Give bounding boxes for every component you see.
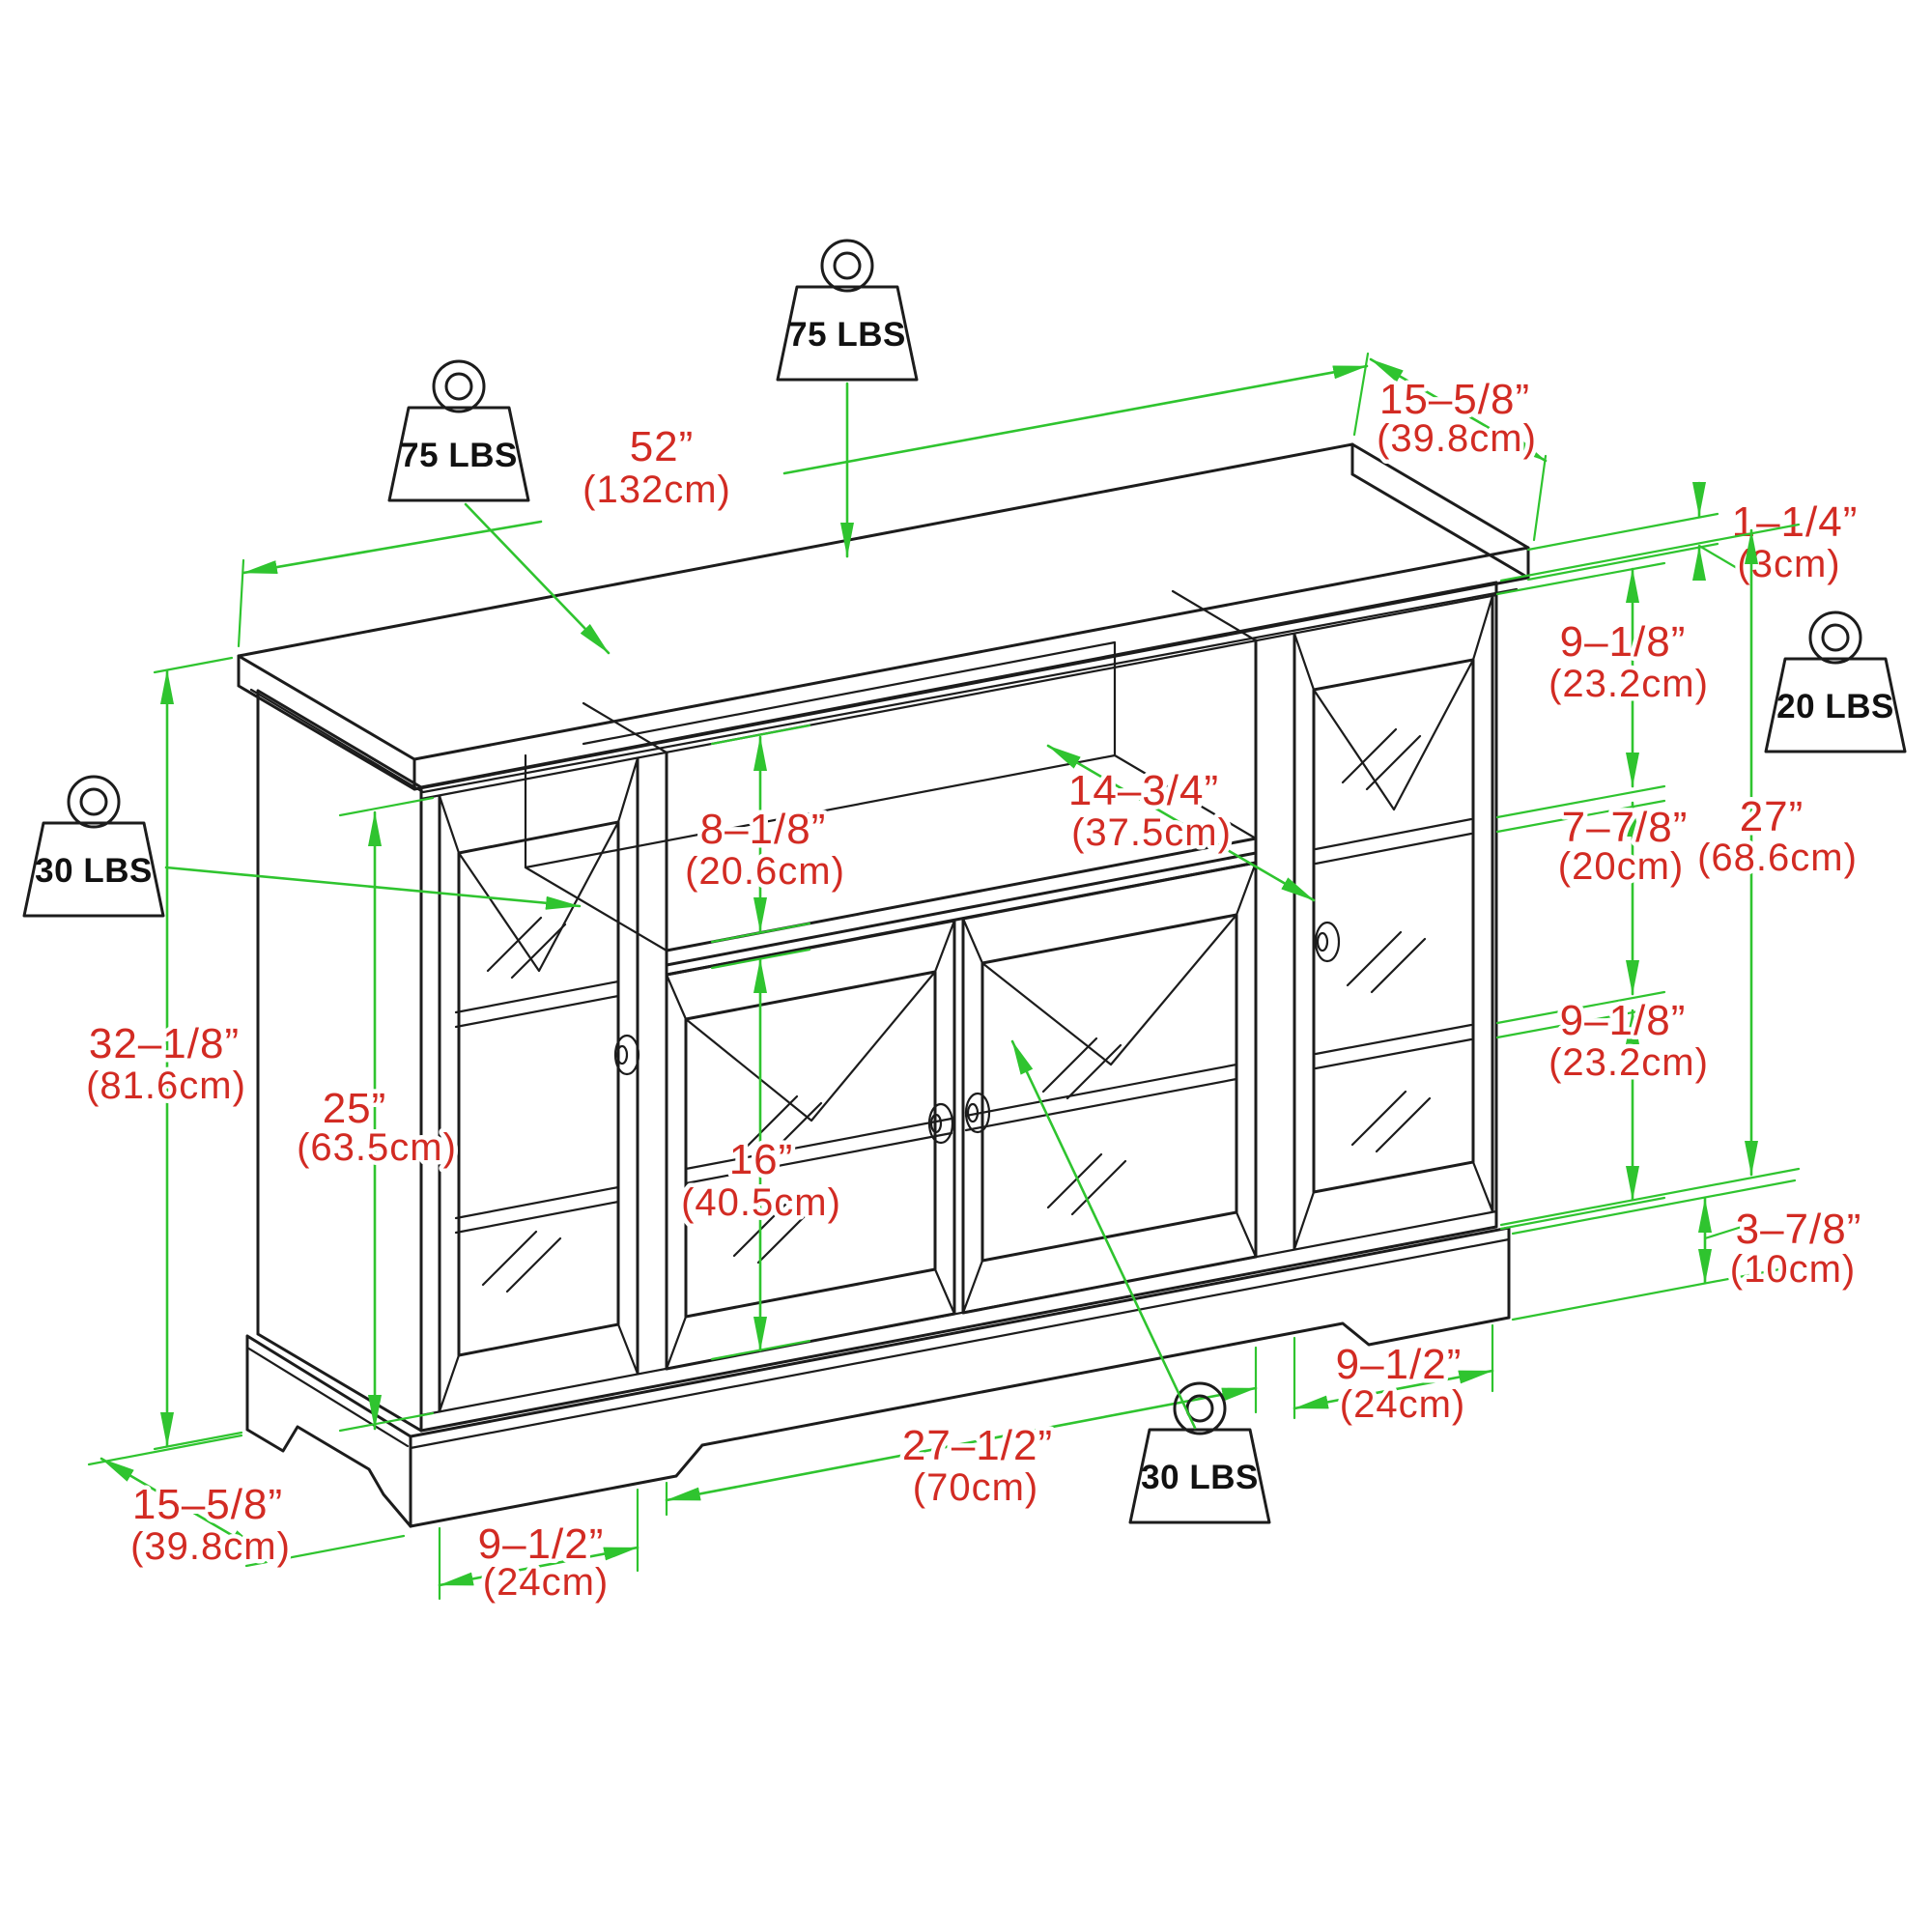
weight-badge-bottom: 30 LBS — [1010, 1039, 1271, 1524]
dim-right-door-width-cm: (24cm) — [1340, 1383, 1465, 1426]
dim-top-thickness-cm: (3cm) — [1737, 543, 1840, 585]
right-door-shelves — [1314, 817, 1473, 1070]
dim-center-section-width: 27–1/2” (70cm) — [665, 1346, 1258, 1517]
weight-badge-left: 30 LBS — [22, 775, 582, 918]
center-left-glass-door — [665, 919, 956, 1371]
weight-label-top-right: 75 LBS — [788, 316, 906, 354]
dim-base-depth-cm: (39.8cm) — [130, 1525, 291, 1568]
dim-base-depth: 15–5/8” (39.8cm) — [87, 1434, 406, 1573]
dim-left-door-width: 9–1/2” (24cm) — [438, 1488, 639, 1608]
right-door-knob — [1314, 921, 1341, 963]
dim-left-door-width-in: 9–1/2” — [478, 1520, 605, 1568]
weight-icon — [820, 239, 874, 293]
body-left-side — [256, 689, 423, 1433]
dim-top-width-cm: (132cm) — [582, 469, 731, 511]
dim-base-depth-in: 15–5/8” — [132, 1481, 283, 1528]
dim-overall-height: 32–1/8” (81.6cm) — [82, 656, 249, 1451]
dim-top-depth-in: 15–5/8” — [1379, 376, 1530, 423]
dim-right-lower-shelf-cm: (23.2cm) — [1548, 1041, 1709, 1084]
dim-center-door-height-cm: (40.5cm) — [681, 1181, 841, 1224]
glass-shine-icon — [1341, 727, 1432, 1153]
dim-open-shelf-height: 8–1/8” (20.6cm) — [681, 724, 848, 944]
dimensions: 52” (132cm) 15–5/8” (39.8cm) 1–1/4” (3cm… — [82, 352, 1865, 1608]
left-door-shelves — [454, 980, 620, 1235]
dim-top-thickness-in: 1–1/4” — [1732, 498, 1859, 546]
dim-right-upper-shelf: 9–1/8” (23.2cm) — [1495, 561, 1712, 819]
dim-body-height-cm: (68.6cm) — [1697, 837, 1858, 879]
dim-right-upper-shelf-in: 9–1/8” — [1560, 618, 1687, 666]
base-plinth — [245, 1226, 1511, 1528]
dim-left-door-height-cm: (63.5cm) — [297, 1126, 457, 1169]
weight-icon — [432, 359, 486, 413]
dim-center-door-height-in: 16” — [729, 1136, 794, 1183]
dim-top-depth-cm: (39.8cm) — [1377, 417, 1537, 460]
dim-base-height-cm: (10cm) — [1730, 1248, 1856, 1291]
dim-open-shelf-depth: 14–3/4” (37.5cm) — [1046, 744, 1316, 902]
weight-icon — [1173, 1381, 1227, 1435]
dim-base-height: 3–7/8” (10cm) — [1511, 1179, 1865, 1321]
center-interior-shelf — [684, 1063, 1238, 1185]
weight-badge-top-right: 75 LBS — [776, 239, 919, 558]
dim-open-shelf-height-in: 8–1/8” — [700, 806, 827, 853]
weight-label-left: 30 LBS — [35, 852, 153, 890]
dim-left-door-height-in: 25” — [323, 1085, 387, 1132]
weight-label-top-left: 75 LBS — [400, 437, 518, 474]
dim-right-lower-shelf: 9–1/8” (23.2cm) — [1495, 993, 1712, 1231]
dim-center-section-width-in: 27–1/2” — [902, 1422, 1053, 1469]
weight-label-bottom: 30 LBS — [1141, 1459, 1259, 1496]
weight-icon — [1808, 611, 1862, 665]
dim-overall-height-in: 32–1/8” — [89, 1020, 240, 1067]
dim-center-section-width-cm: (70cm) — [913, 1466, 1038, 1509]
glass-shine-icon — [481, 916, 567, 1293]
weight-icon — [67, 775, 121, 829]
dim-overall-height-cm: (81.6cm) — [86, 1065, 246, 1107]
glass-shine-icon — [732, 1094, 823, 1264]
dim-top-depth: 15–5/8” (39.8cm) — [1369, 357, 1548, 542]
top-molding — [249, 587, 1519, 794]
dim-right-middle-shelf-cm: (20cm) — [1558, 845, 1684, 888]
dim-right-lower-shelf-in: 9–1/8” — [1560, 997, 1687, 1044]
dim-right-upper-shelf-cm: (23.2cm) — [1548, 663, 1709, 705]
body-rails — [419, 593, 1498, 1417]
glass-shine-icon — [1041, 1037, 1127, 1216]
right-glass-door — [1293, 594, 1494, 1251]
left-glass-door — [438, 756, 640, 1413]
dim-left-door-height: 25” (63.5cm) — [293, 796, 460, 1433]
dim-top-width: 52” (132cm) — [237, 352, 1370, 648]
dim-right-middle-shelf-in: 7–7/8” — [1562, 804, 1689, 851]
weight-badges: 75 LBS 75 LBS 20 LBS 30 LBS — [22, 239, 1907, 1524]
dim-body-height-in: 27” — [1740, 793, 1804, 840]
dim-right-door-width-in: 9–1/2” — [1336, 1341, 1463, 1388]
center-right-door-knob — [964, 1092, 991, 1134]
dim-right-door-width: 9–1/2” (24cm) — [1293, 1323, 1494, 1431]
weight-badge-right: 20 LBS — [1764, 611, 1907, 753]
dim-body-height: 27” (68.6cm) — [1499, 523, 1861, 1227]
dim-center-door-height: 16” (40.5cm) — [677, 948, 844, 1361]
left-door-knob — [613, 1034, 640, 1076]
dim-right-middle-shelf: 7–7/8” (20cm) — [1495, 800, 1691, 1025]
dim-open-shelf-depth-cm: (37.5cm) — [1071, 811, 1232, 854]
body-front-face — [419, 581, 1498, 1433]
weight-badge-top-left: 75 LBS — [387, 359, 611, 655]
dim-left-door-width-cm: (24cm) — [483, 1561, 609, 1604]
weight-label-right: 20 LBS — [1776, 688, 1894, 725]
dim-base-height-in: 3–7/8” — [1736, 1206, 1862, 1253]
dim-open-shelf-depth-in: 14–3/4” — [1068, 767, 1219, 814]
dim-open-shelf-height-cm: (20.6cm) — [685, 850, 845, 893]
dim-top-width-in: 52” — [630, 423, 695, 470]
